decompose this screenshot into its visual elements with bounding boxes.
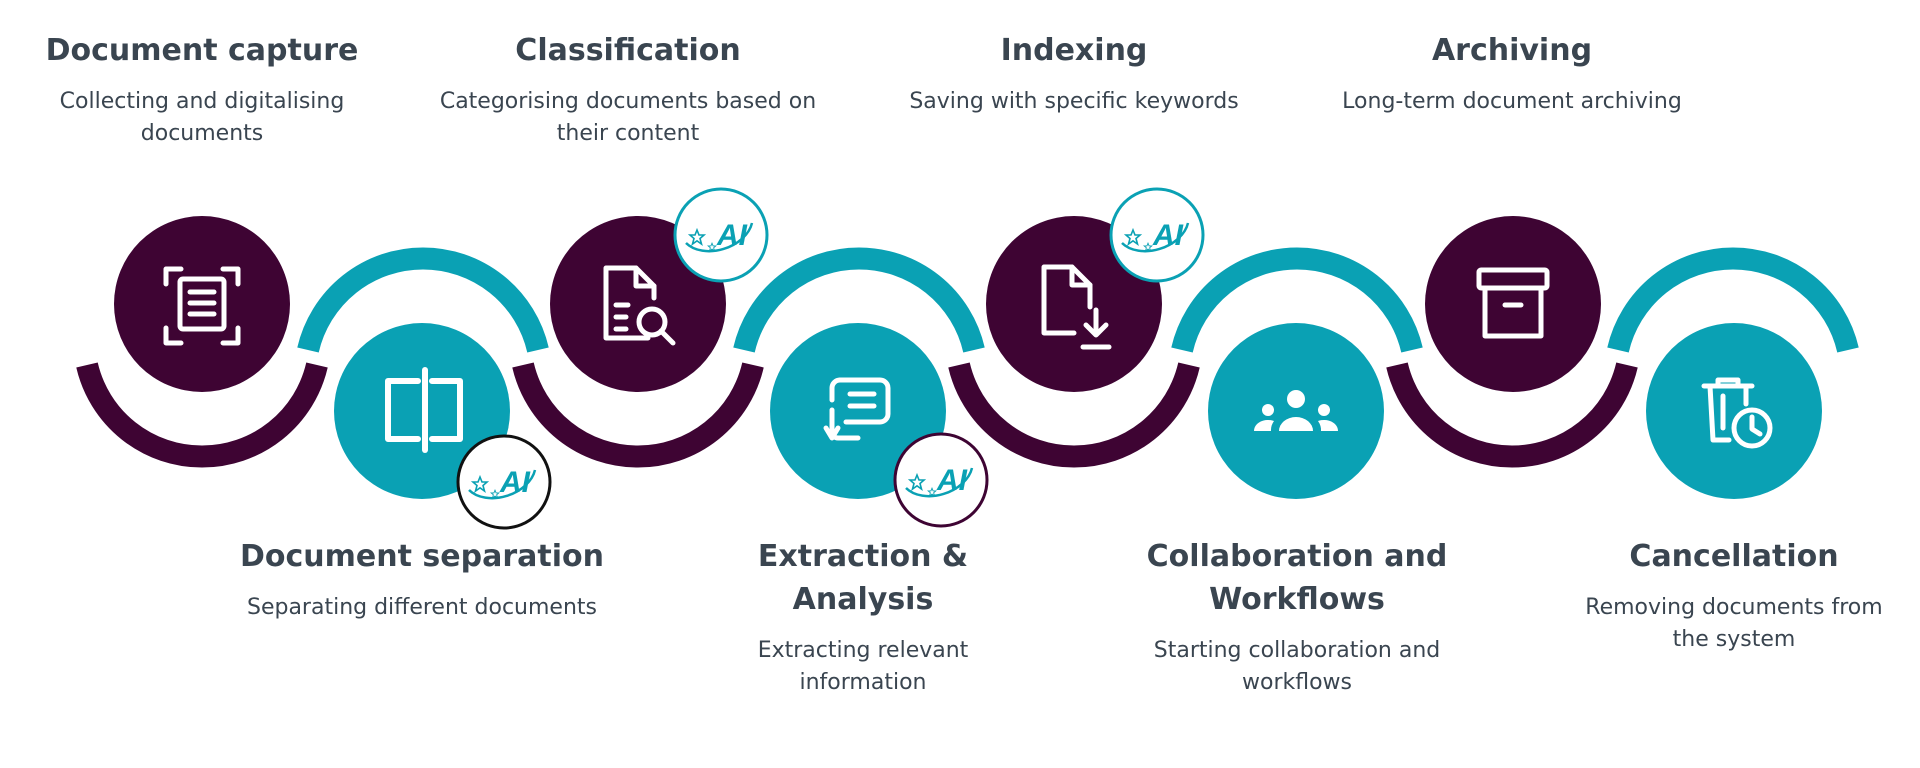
step-description: Separating different documents <box>246 595 597 620</box>
ai-badge-classification: AI <box>673 187 769 283</box>
step-circle-document-capture <box>76 216 328 468</box>
ai-badge-indexing: AI <box>1109 187 1205 283</box>
step-description: Long-term document archiving <box>1342 89 1682 114</box>
step-label-indexing: Indexing Saving with specific keywords <box>884 29 1264 118</box>
step-title: Document separation <box>240 539 604 574</box>
document-search-icon <box>603 265 676 346</box>
step-title: Extraction & Analysis <box>757 539 969 617</box>
split-document-icon <box>385 367 463 453</box>
step-description: Collecting and digitalising documents <box>59 89 345 146</box>
scan-document-icon <box>163 266 241 346</box>
team-icon <box>1253 390 1339 431</box>
step-title: Classification <box>515 33 741 68</box>
step-label-classification: Classification Categorising documents ba… <box>438 29 818 150</box>
step-description: Categorising documents based on their co… <box>439 89 817 146</box>
ai-badge-label: AI <box>716 219 748 252</box>
ai-badge-document-separation: AI <box>456 434 552 530</box>
trash-clock-icon <box>1701 377 1773 449</box>
step-description: Saving with specific keywords <box>909 89 1239 114</box>
step-label-collaboration: Collaboration and Workflows Starting col… <box>1137 535 1457 699</box>
step-circle-cancellation <box>1607 247 1859 499</box>
step-title: Cancellation <box>1629 539 1839 574</box>
step-title: Indexing <box>1000 33 1148 68</box>
step-description: Starting collaboration and workflows <box>1153 638 1441 695</box>
step-label-archiving: Archiving Long-term document archiving <box>1322 29 1702 118</box>
extraction-icon <box>823 377 891 441</box>
document-download-icon <box>1041 264 1112 350</box>
step-label-cancellation: Cancellation Removing documents from the… <box>1574 535 1894 656</box>
step-description: Extracting relevant information <box>757 638 969 695</box>
ai-badge-label: AI <box>499 466 531 499</box>
archive-box-icon <box>1476 267 1550 339</box>
step-title: Archiving <box>1431 33 1593 68</box>
step-label-document-separation: Document separation Separating different… <box>232 535 612 624</box>
ai-badge-label: AI <box>1152 219 1184 252</box>
ai-badge-label: AI <box>936 464 968 497</box>
step-title: Collaboration and Workflows <box>1146 539 1448 617</box>
step-label-extraction-analysis: Extraction & Analysis Extracting relevan… <box>703 535 1023 699</box>
step-description: Removing documents from the system <box>1585 595 1883 652</box>
step-label-document-capture: Document capture Collecting and digitali… <box>12 29 392 150</box>
step-circle-collaboration <box>1171 247 1423 499</box>
step-title: Document capture <box>45 33 359 68</box>
ai-badge-extraction-analysis: AI <box>893 432 989 528</box>
